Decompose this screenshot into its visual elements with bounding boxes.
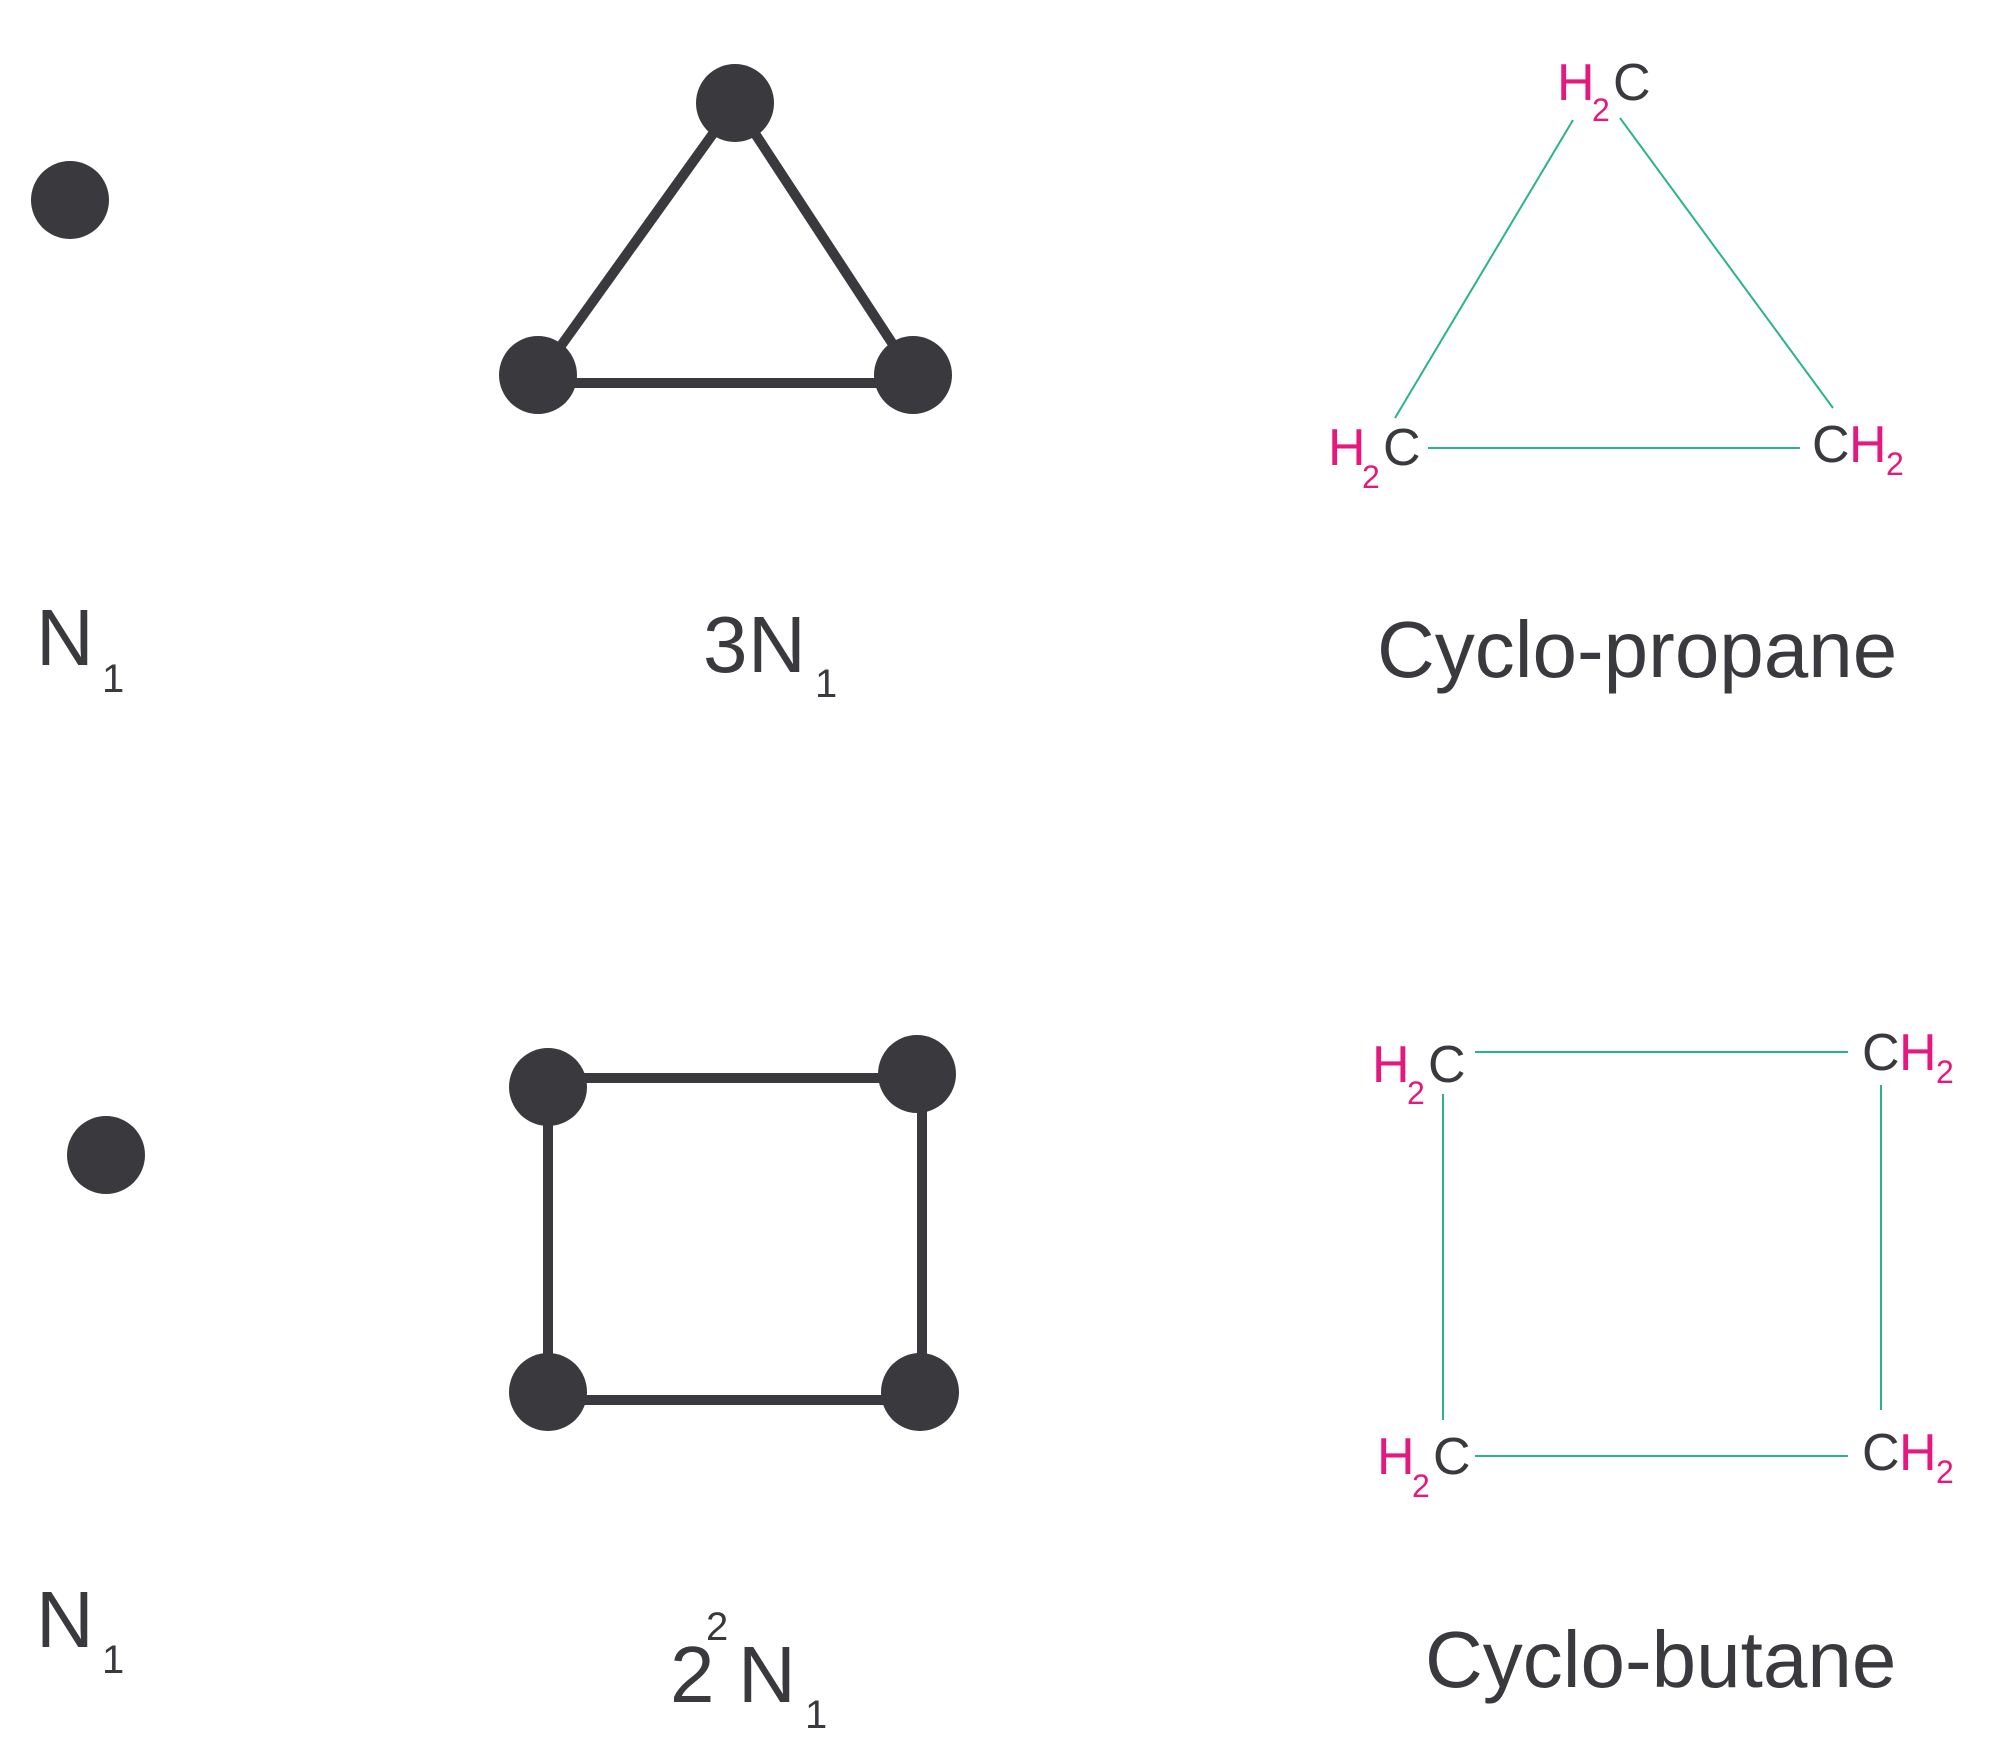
cyclobutane-structure: H2C CH2 H2C CH2: [1372, 1024, 1954, 1504]
square-node: [881, 1353, 959, 1431]
cyclobutane-top-left-ch2: H2C: [1372, 1036, 1466, 1111]
triangle-node: [874, 336, 952, 414]
cyclobutane-top-right-ch2: CH2: [1862, 1024, 1954, 1090]
cyclopropane-bond: [1619, 117, 1834, 409]
triangle-node: [499, 336, 577, 414]
cyclobutane-bottom-right-ch2: CH2: [1862, 1424, 1954, 1490]
cyclopropane-name: Cyclo-propane: [1377, 605, 1897, 694]
cyclobutane-name: Cyclo-butane: [1425, 1615, 1896, 1704]
cyclopropane-left-ch2: H2C: [1328, 419, 1421, 495]
square-node: [509, 1353, 587, 1431]
single-node-dot: [31, 161, 109, 239]
cyclopropane-structure: H2C H2C CH2: [1328, 54, 1904, 495]
triangle-node: [696, 64, 774, 142]
cyclopropane-right-ch2: CH2: [1812, 416, 1904, 482]
cyclobutane-bottom-left-ch2: H2C: [1377, 1428, 1471, 1504]
square-node: [509, 1048, 587, 1126]
triangle-edge: [730, 100, 918, 378]
square-node: [878, 1035, 956, 1113]
triangle-edge: [535, 100, 740, 378]
cyclopropane-bond: [1394, 119, 1574, 419]
cyclopropane-top-ch2: H2C: [1557, 54, 1651, 128]
single-node-dot: [67, 1116, 145, 1194]
triangle-graph: [499, 64, 952, 414]
square-graph: [509, 1035, 959, 1431]
